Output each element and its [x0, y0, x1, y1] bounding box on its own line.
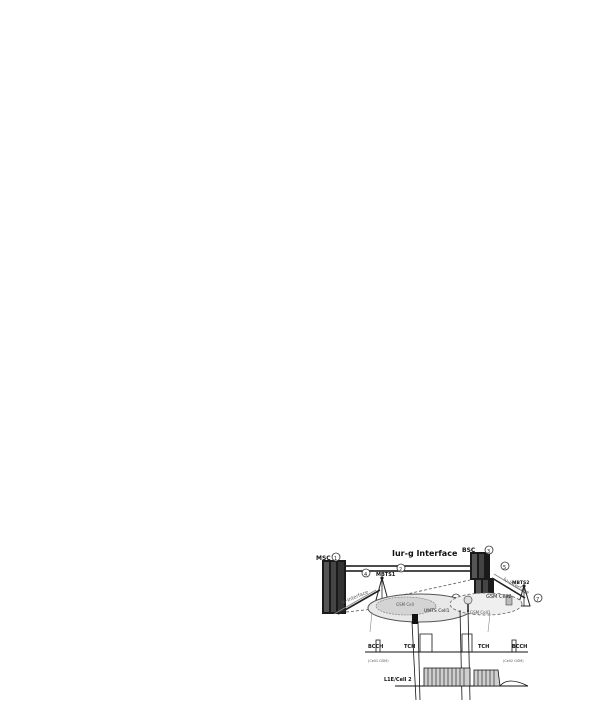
svg-text:5: 5 [503, 565, 506, 571]
mbts2-antenna-icon [517, 584, 531, 607]
mbts1-label: MBTS1 [376, 572, 396, 578]
mbts2-label: MBTS2 [512, 580, 529, 586]
umts-cell1-label: UMTS Cell1 [424, 608, 450, 614]
msc-server-icon [322, 560, 346, 614]
msc-label: MSC [316, 555, 331, 562]
svg-text:1: 1 [334, 556, 337, 562]
bcch-left-label: BCCH [368, 644, 383, 650]
gsm-cell1-label: GSM Cell1 [470, 610, 491, 615]
iurg-interface-label: Iur-g Interface [392, 549, 458, 558]
svg-text:3: 3 [487, 549, 490, 555]
tch-left-label: TCH [404, 644, 415, 650]
bcch-right-label: BCCH [512, 644, 527, 650]
bcch-right-sub-label: (Cell2 GSM) [503, 659, 524, 663]
l1e-cell2-label: L1E/Cell 2 [384, 677, 412, 683]
projection-lines [369, 609, 491, 701]
bsc-label: BSC [462, 547, 476, 554]
svg-text:4: 4 [364, 572, 367, 578]
cell-coverage [367, 592, 523, 624]
svg-text:7: 7 [536, 597, 539, 603]
gsm-cell2-label: GSM Cell2 [486, 594, 511, 600]
mbts1-antenna-icon [375, 576, 389, 601]
svg-text:2: 2 [399, 567, 402, 573]
bcch-left-sub-label: (Cell1 GSM) [368, 659, 389, 663]
tch-right-label: TCH [478, 644, 489, 650]
pulse-train [423, 667, 529, 687]
gsm-cell-inner-label: GSM Cell [396, 602, 414, 607]
